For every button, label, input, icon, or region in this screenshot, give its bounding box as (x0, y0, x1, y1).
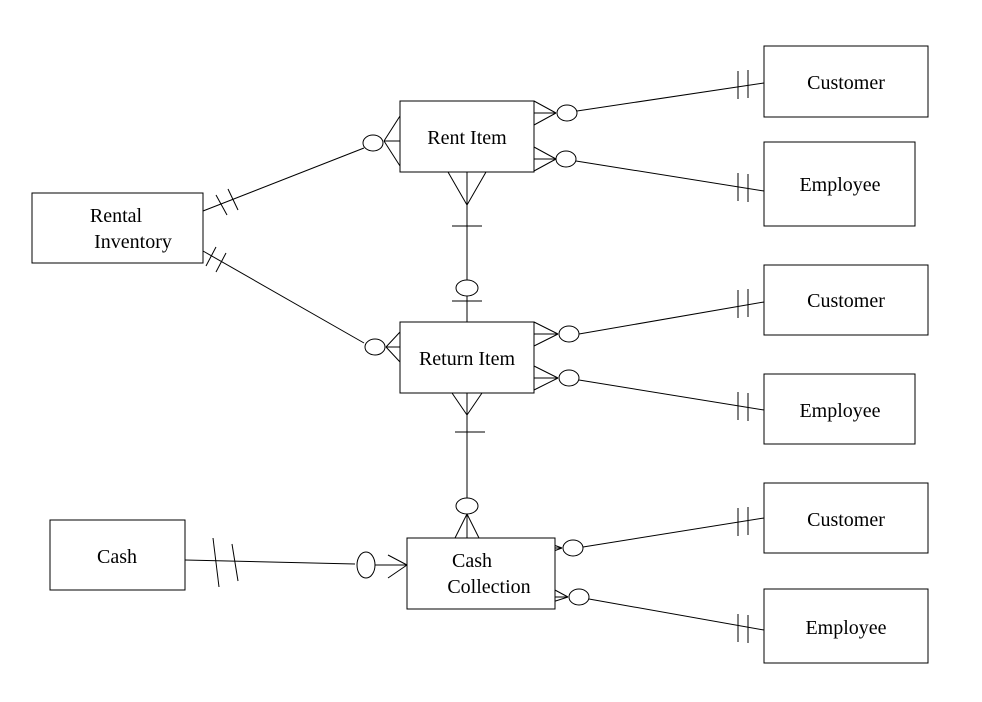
edge-return-item-cash-collection (451, 392, 485, 539)
entity-label-customer-3: Customer (807, 509, 885, 531)
entity-label-cash: Cash (97, 546, 137, 568)
edge-cash-cash-collection (184, 537, 408, 588)
edge-rent-item-customer-1 (533, 70, 765, 126)
entity-rental-inventory: Rental Inventory (31, 192, 204, 264)
entity-label-customer-1: Customer (807, 72, 885, 94)
zero-marker-rent-item-left (362, 134, 384, 152)
edge-rental-inventory-return-item (202, 246, 401, 363)
entity-rent-item: Rent Item (399, 100, 535, 173)
entity-label-employee-1: Employee (799, 174, 880, 196)
entity-label-cash-collection-line1: Cash (452, 550, 492, 572)
zero-marker-return-item-left (364, 338, 386, 356)
edge-cash-collection-customer-3 (539, 507, 765, 557)
edge-rent-item-return-item (447, 171, 487, 322)
entity-customer-1: Customer (763, 45, 929, 118)
edge-rent-item-employee-1 (533, 146, 765, 202)
entity-label-cash-collection-line2: Collection (447, 576, 530, 598)
entity-customer-2: Customer (763, 264, 929, 336)
edge-return-item-employee-2 (533, 365, 765, 421)
entity-label-return-item: Return Item (419, 348, 516, 370)
entity-label-customer-2: Customer (807, 290, 885, 312)
entity-label-rental-inventory-line2: Inventory (94, 231, 172, 253)
entity-customer-3: Customer (763, 482, 929, 554)
entity-employee-3: Employee (763, 588, 929, 664)
entity-label-employee-3: Employee (805, 617, 886, 639)
edge-rental-inventory-rent-item (202, 115, 401, 216)
entity-employee-1: Employee (763, 141, 916, 227)
entity-label-rent-item: Rent Item (427, 127, 507, 149)
entity-employee-2: Employee (763, 373, 916, 445)
entity-cash: Cash (49, 519, 186, 591)
edge-return-item-customer-2 (533, 289, 765, 347)
edge-cash-collection-employee-3 (539, 581, 765, 643)
entity-return-item: Return Item (399, 321, 535, 394)
entity-cash-collection: Cash Collection (406, 537, 556, 610)
entity-label-employee-2: Employee (799, 400, 880, 422)
entity-label-rental-inventory-line1: Rental (90, 205, 143, 227)
